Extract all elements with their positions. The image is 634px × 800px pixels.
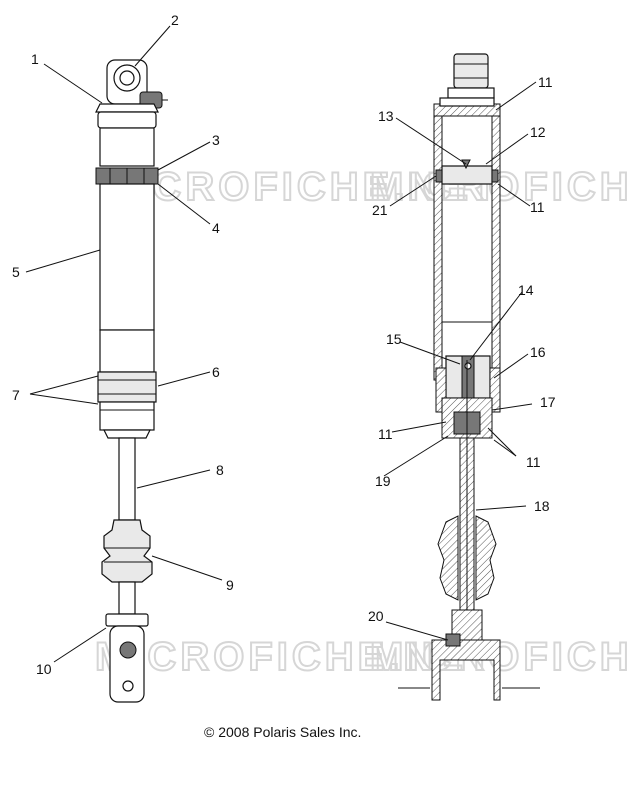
callout-21: 21 [372,202,388,218]
watermark-lower: MICROFICHE.NET [95,635,495,679]
callout-4: 4 [212,220,220,236]
callout-12: 12 [530,124,546,140]
shock-external-view [95,59,168,703]
cutaway-bump-stop-left [437,515,459,601]
callout-17: 17 [540,394,556,410]
callout-15: 15 [386,331,402,347]
callout-6: 6 [212,364,220,380]
copyright-notice: © 2008 Polaris Sales Inc. [204,724,361,740]
piston-shaft [118,437,136,521]
callout-11-right: 11 [526,454,541,470]
watermark-upper: MICROFICHE.NET [100,165,500,209]
cutaway-bump-stop-right [475,515,497,601]
floating-piston [441,165,493,185]
callout-9: 9 [226,577,234,593]
callout-11-upper: 11 [530,199,545,215]
bump-stop [101,519,153,583]
callout-11-left: 11 [378,426,393,442]
main-body [99,183,155,331]
callout-7: 7 [12,387,20,403]
callout-19: 19 [375,473,391,489]
leader-lines [25,25,537,663]
cutaway-bottom-mount [431,639,501,701]
cutaway-top-mount [453,53,489,89]
callout-5: 5 [12,264,20,280]
watermark-lower-right: MICROFICHE.NET [370,635,634,679]
callout-10: 10 [36,661,52,677]
shock-cutaway-view [398,53,540,701]
callout-13: 13 [378,108,394,124]
callout-11-top: 11 [538,74,553,90]
callout-20: 20 [368,608,384,624]
callout-8: 8 [216,462,224,478]
callout-3: 3 [212,132,220,148]
callout-labels: 1 2 3 4 5 6 7 8 9 10 11 12 13 21 11 14 1… [12,12,556,677]
spring-collar [97,371,157,403]
callout-16: 16 [530,344,546,360]
callout-2: 2 [171,12,179,28]
callout-14: 14 [518,282,534,298]
top-cap [95,103,159,113]
callout-1: 1 [31,51,39,67]
callout-18: 18 [534,498,550,514]
bottom-eyelet [109,625,145,703]
